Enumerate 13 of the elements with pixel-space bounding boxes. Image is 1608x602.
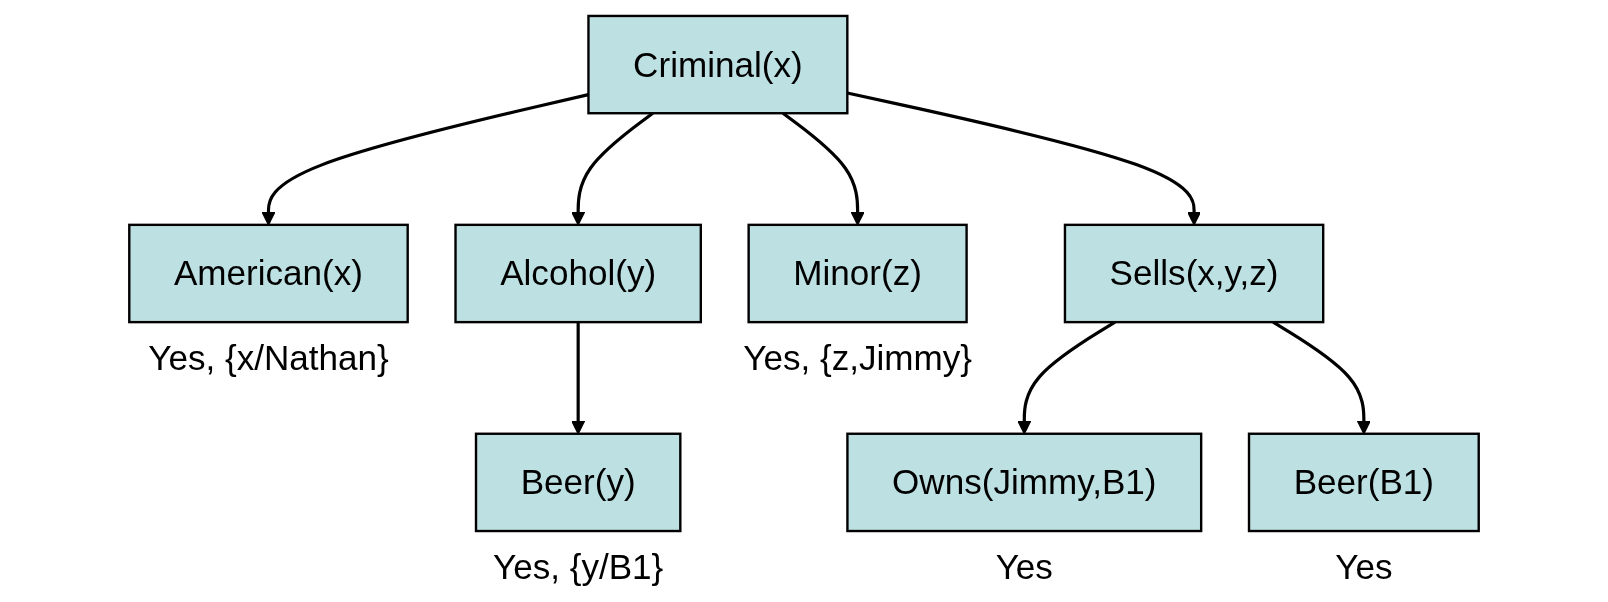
- node-box: Sells(x,y,z): [1063, 223, 1325, 324]
- node-caption: Yes, {x/Nathan}: [148, 337, 389, 377]
- node-box: American(x): [128, 223, 409, 324]
- node-box: Minor(z): [747, 223, 968, 324]
- node-caption: Yes: [995, 546, 1053, 586]
- node-caption: Yes, {z,Jimmy}: [743, 337, 972, 377]
- node-box: Beer(B1): [1247, 432, 1480, 533]
- node-box: Alcohol(y): [454, 223, 702, 324]
- node-box: Criminal(x): [587, 14, 849, 115]
- node-caption: Yes: [1335, 546, 1393, 586]
- node-caption: Yes, {y/B1}: [493, 546, 664, 586]
- node-box: Owns(Jimmy,B1): [846, 432, 1203, 533]
- node-box: Beer(y): [474, 432, 682, 533]
